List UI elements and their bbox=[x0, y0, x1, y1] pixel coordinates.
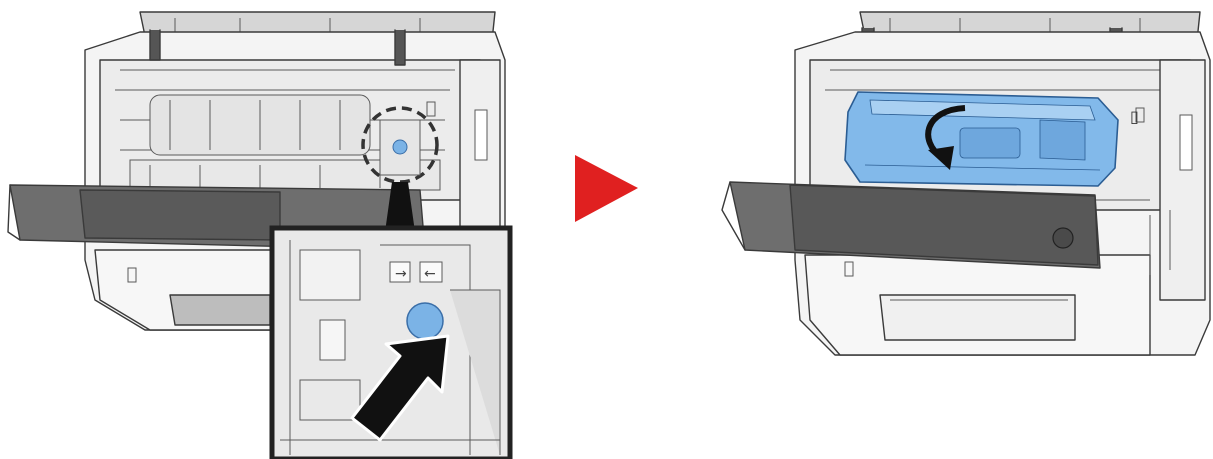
panel-symbol: ▯ bbox=[1130, 107, 1139, 126]
printer-front-cover bbox=[722, 182, 1100, 268]
toner-container bbox=[845, 92, 1118, 186]
cover-latch-icon bbox=[1053, 228, 1073, 248]
